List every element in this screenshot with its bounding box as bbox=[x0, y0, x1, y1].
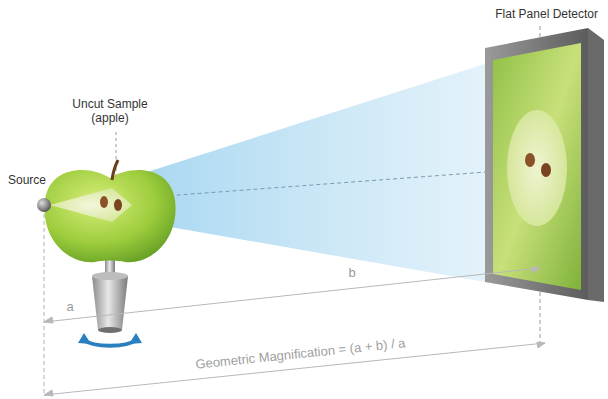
dimension-lines bbox=[44, 267, 545, 396]
x-ray-beam bbox=[44, 60, 497, 284]
dimension-label: b bbox=[348, 266, 355, 281]
apple-sample bbox=[44, 160, 175, 262]
magnification-formula: Geometric Magnification = (a + b) / a bbox=[194, 336, 405, 373]
sample-label: Uncut Sample (apple) bbox=[67, 98, 153, 126]
dashed-guides bbox=[44, 26, 540, 396]
rotation-arrow bbox=[78, 333, 142, 346]
stand bbox=[92, 256, 128, 333]
x-ray-source bbox=[37, 198, 51, 212]
flat-panel-detector bbox=[485, 28, 604, 302]
dimension-label: a bbox=[66, 300, 73, 315]
detector-label: Flat Panel Detector bbox=[495, 8, 598, 22]
source-label: Source bbox=[8, 174, 46, 188]
